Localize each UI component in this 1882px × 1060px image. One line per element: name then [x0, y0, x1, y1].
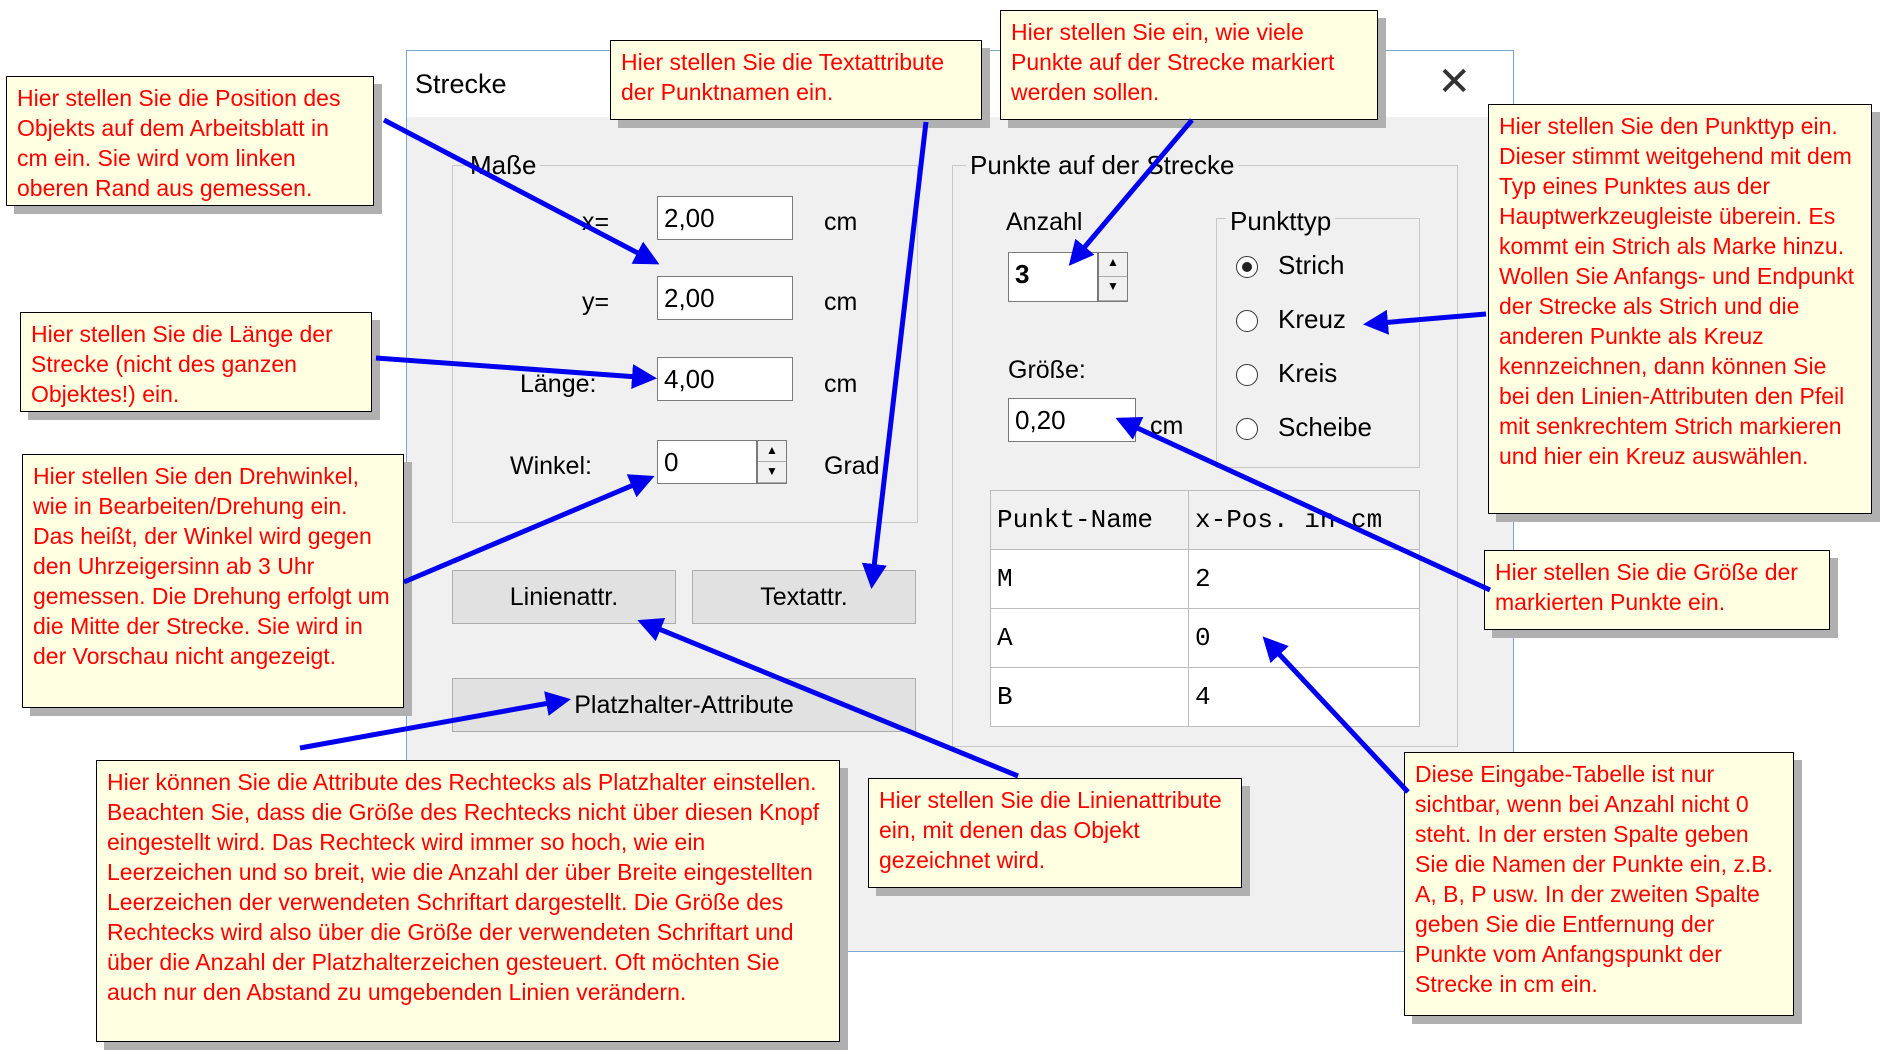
punkttyp-legend: Punkttyp — [1226, 206, 1336, 237]
dialog-title: Strecke — [415, 69, 507, 99]
radio-kreis[interactable]: Kreis — [1236, 358, 1337, 389]
cell-pos[interactable]: 0 — [1188, 608, 1420, 668]
radio-scheibe-label: Scheibe — [1278, 412, 1372, 442]
punkte-legend: Punkte auf der Strecke — [966, 150, 1239, 181]
table-row: B 4 — [990, 667, 1420, 727]
cell-name[interactable]: M — [990, 549, 1189, 609]
groesse-unit: cm — [1150, 412, 1184, 440]
punkte-table: Punkt-Name x-Pos. in cm M 2 A 0 B 4 — [990, 490, 1420, 727]
y-input[interactable]: 2,00 — [657, 276, 793, 320]
note-laenge: Hier stellen Sie die Länge der Strecke (… — [20, 312, 372, 412]
note-tabelle: Diese Eingabe-Tabelle ist nur sichtbar, … — [1404, 752, 1794, 1016]
note-punkttyp: Hier stellen Sie den Punkttyp ein. Diese… — [1488, 104, 1872, 514]
header-x-pos: x-Pos. in cm — [1188, 490, 1420, 550]
winkel-spinner[interactable]: ▲▼ — [757, 440, 787, 484]
laenge-input[interactable]: 4,00 — [657, 357, 793, 401]
masse-legend: Maße — [466, 150, 541, 181]
radio-kreis-label: Kreis — [1278, 358, 1338, 388]
laenge-unit: cm — [824, 370, 858, 398]
note-textattr: Hier stellen Sie die Textattribute der P… — [610, 40, 982, 120]
radio-scheibe[interactable]: Scheibe — [1236, 412, 1372, 443]
x-unit: cm — [824, 208, 858, 236]
radio-kreuz-label: Kreuz — [1278, 304, 1346, 334]
y-unit: cm — [824, 288, 858, 316]
groesse-input[interactable]: 0,20 — [1008, 398, 1136, 442]
cell-pos[interactable]: 2 — [1188, 549, 1420, 609]
note-linienattr: Hier stellen Sie die Linienattribute ein… — [868, 778, 1242, 888]
x-input[interactable]: 2,00 — [657, 196, 793, 240]
close-icon[interactable]: ✕ — [1437, 60, 1471, 104]
header-punkt-name: Punkt-Name — [990, 490, 1189, 550]
platzhalter-button[interactable]: Platzhalter-Attribute — [452, 678, 916, 732]
table-header-row: Punkt-Name x-Pos. in cm — [990, 490, 1420, 550]
winkel-unit: Grad — [824, 452, 880, 480]
x-label: x= — [582, 208, 610, 236]
radio-strich-label: Strich — [1278, 250, 1345, 280]
cell-name[interactable]: B — [990, 667, 1189, 727]
radio-strich[interactable]: Strich — [1236, 250, 1344, 281]
radio-dot — [1236, 310, 1258, 333]
note-groesse: Hier stellen Sie die Größe der markierte… — [1484, 550, 1830, 630]
laenge-label: Länge: — [520, 370, 597, 398]
note-position: Hier stellen Sie die Position des Objekt… — [6, 76, 374, 206]
anzahl-input[interactable]: 3 — [1008, 252, 1098, 302]
y-label: y= — [582, 288, 610, 316]
table-row: A 0 — [990, 608, 1420, 668]
cell-name[interactable]: A — [990, 608, 1189, 668]
cell-pos[interactable]: 4 — [1188, 667, 1420, 727]
note-anzahl: Hier stellen Sie ein, wie viele Punkte a… — [1000, 10, 1378, 120]
anzahl-spinner[interactable]: ▲▼ — [1098, 252, 1128, 302]
radio-dot-selected — [1236, 256, 1258, 279]
table-row: M 2 — [990, 549, 1420, 609]
linienattr-button[interactable]: Linienattr. — [452, 570, 676, 624]
radio-dot — [1236, 364, 1258, 387]
anzahl-label: Anzahl — [1006, 208, 1083, 236]
textattr-button[interactable]: Textattr. — [692, 570, 916, 624]
winkel-input[interactable]: 0 — [657, 440, 757, 484]
groesse-label: Größe: — [1008, 356, 1086, 384]
winkel-label: Winkel: — [510, 452, 592, 480]
radio-kreuz[interactable]: Kreuz — [1236, 304, 1346, 335]
note-platzhalter: Hier können Sie die Attribute des Rechte… — [96, 760, 840, 1042]
radio-dot — [1236, 418, 1258, 441]
note-winkel: Hier stellen Sie den Drehwinkel, wie in … — [22, 454, 404, 708]
